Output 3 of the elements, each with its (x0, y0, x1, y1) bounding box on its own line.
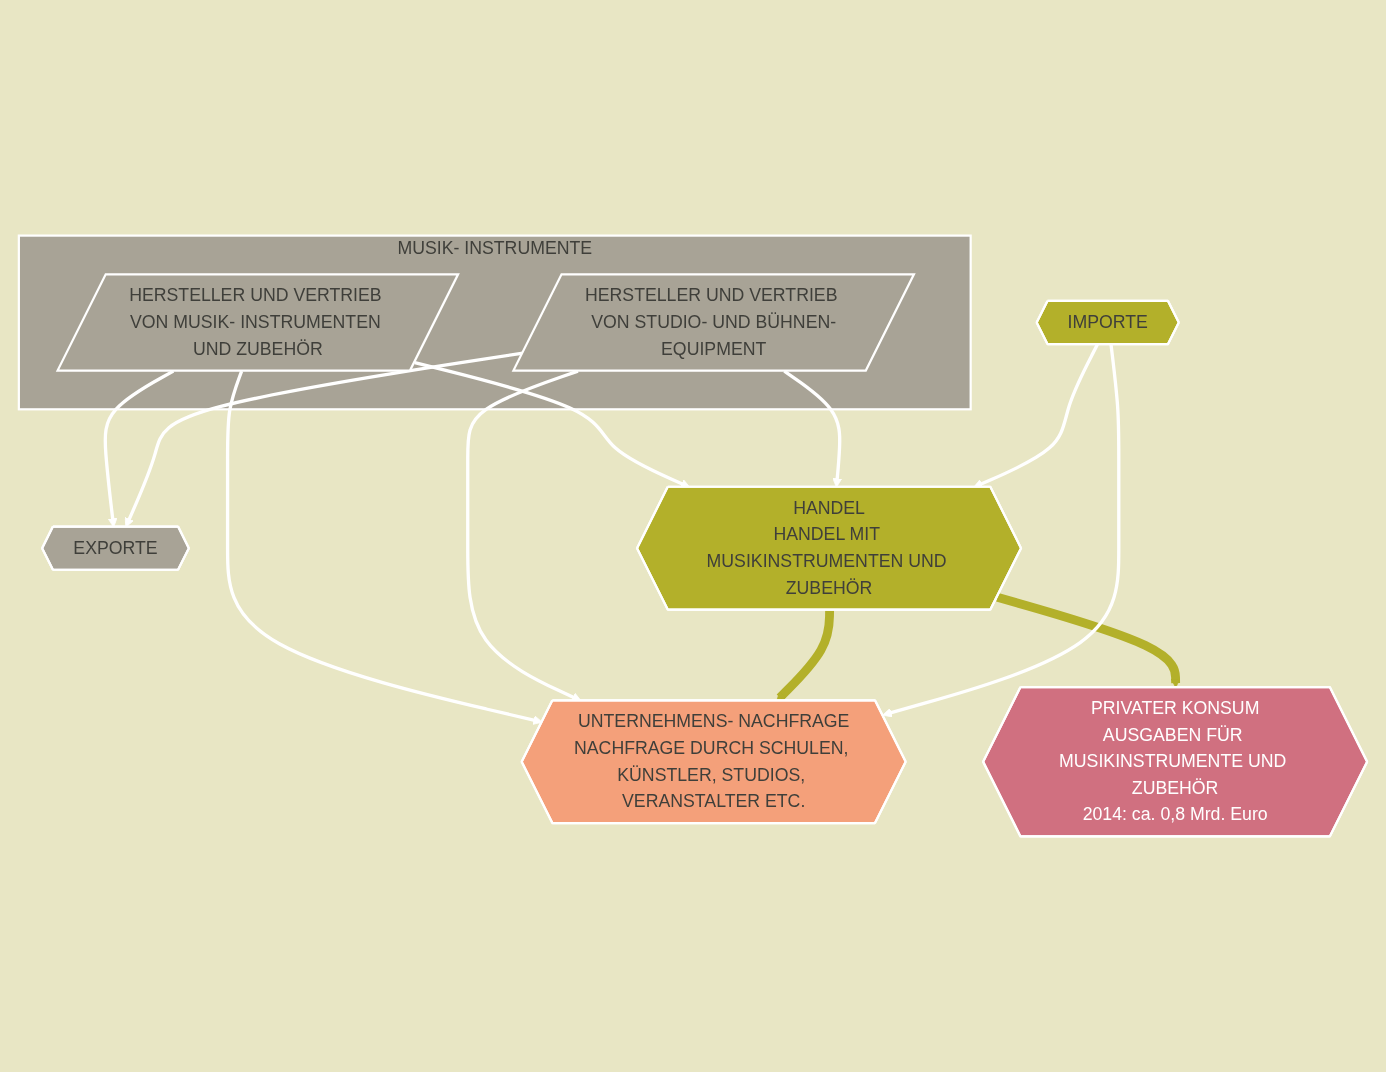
arrow (996, 593, 1181, 688)
arrow (882, 344, 1121, 718)
arrow (225, 370, 543, 725)
